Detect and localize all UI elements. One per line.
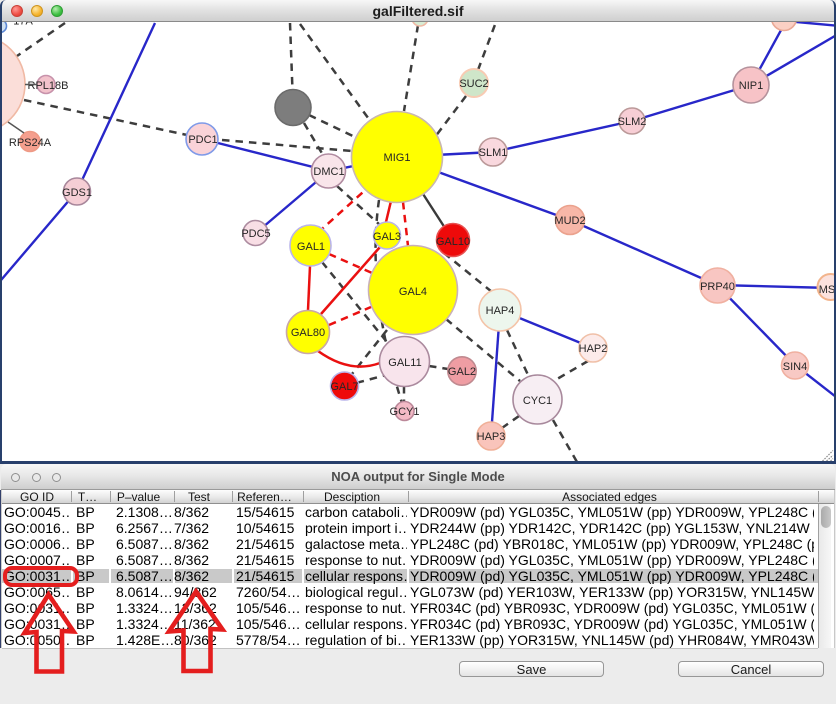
svg-text:CYC1: CYC1 <box>523 395 552 407</box>
svg-text:SUC2: SUC2 <box>459 78 488 90</box>
svg-text:GAL10: GAL10 <box>436 236 470 248</box>
svg-text:MSN: MSN <box>819 284 834 296</box>
svg-text:GAL80: GAL80 <box>291 327 325 339</box>
svg-text:GAL1: GAL1 <box>297 241 325 253</box>
svg-text:GAL7: GAL7 <box>330 381 358 393</box>
svg-text:SIN4: SIN4 <box>783 361 807 373</box>
svg-text:PDC1: PDC1 <box>188 134 217 146</box>
svg-text:GAL11: GAL11 <box>388 357 421 369</box>
svg-text:MUD2: MUD2 <box>554 215 585 227</box>
svg-text:HAP2: HAP2 <box>579 343 608 355</box>
svg-text:SLM1: SLM1 <box>479 147 508 159</box>
svg-text:GAL2: GAL2 <box>448 366 476 378</box>
svg-text:MIG1: MIG1 <box>384 152 411 164</box>
svg-text:GDS1: GDS1 <box>62 187 92 199</box>
svg-text:HAP4: HAP4 <box>486 305 515 317</box>
svg-text:RPL18B: RPL18B <box>28 80 69 92</box>
svg-text:GAL4: GAL4 <box>399 286 427 298</box>
svg-text:HAP3: HAP3 <box>477 431 506 443</box>
svg-text:17A: 17A <box>13 22 33 28</box>
svg-text:PDC5: PDC5 <box>241 228 270 240</box>
svg-text:NIP1: NIP1 <box>739 80 763 92</box>
svg-text:RPS24A: RPS24A <box>9 137 52 149</box>
svg-text:SLM2: SLM2 <box>618 116 647 128</box>
svg-text:PRP40: PRP40 <box>700 281 735 293</box>
svg-text:DMC1: DMC1 <box>313 166 344 178</box>
svg-text:GCY1: GCY1 <box>390 406 420 418</box>
svg-text:GAL3: GAL3 <box>373 231 401 243</box>
